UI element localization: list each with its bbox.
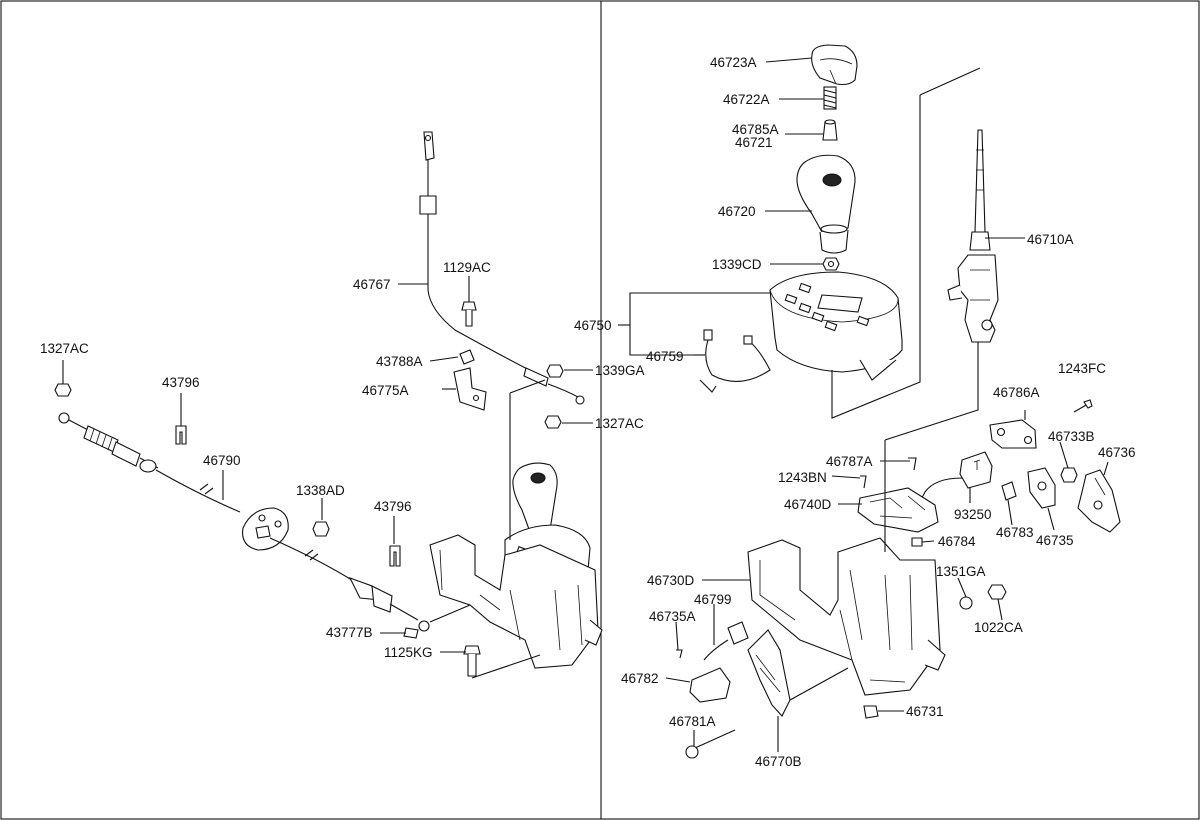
label-43796-b: 43796	[374, 499, 412, 514]
label-46770B: 46770B	[755, 754, 802, 769]
lever-46736-part	[1077, 469, 1121, 533]
bolt-1129AC-part	[461, 301, 477, 327]
shift-knob-part	[796, 154, 856, 254]
cable-46790-part	[58, 412, 430, 632]
label-46782: 46782	[621, 671, 659, 686]
label-46790: 46790	[203, 453, 241, 468]
lever-46735-part	[1027, 467, 1056, 509]
label-46735A: 46735A	[649, 609, 696, 624]
right-leader-lines	[618, 57, 1109, 752]
nut-1339GA-part	[546, 364, 564, 378]
clip-43796-a-part	[175, 425, 187, 445]
label-46759: 46759	[646, 349, 684, 364]
label-46722A: 46722A	[723, 92, 770, 107]
label-1327AC-left: 1327AC	[40, 341, 89, 356]
clip-43788A-part	[459, 349, 475, 365]
label-46731: 46731	[906, 704, 944, 719]
clip-43777B-part	[403, 627, 419, 639]
shift-housing-46730D-part	[747, 537, 946, 696]
label-46740D: 46740D	[784, 497, 832, 512]
label-46786A: 46786A	[993, 385, 1040, 400]
indicator-plate-part	[769, 271, 903, 381]
nut-46733B-part	[1060, 467, 1078, 483]
label-46784: 46784	[938, 534, 976, 549]
label-46799: 46799	[694, 592, 732, 607]
label-46750: 46750	[574, 318, 612, 333]
label-1338AD: 1338AD	[296, 483, 345, 498]
sensor-46799-part	[703, 621, 749, 661]
label-46781A: 46781A	[669, 714, 716, 729]
lever-46770B-part	[747, 629, 791, 717]
bracket-46775A-part	[453, 367, 487, 411]
cable-46767-part	[419, 131, 585, 405]
washer-1351GA-part	[959, 596, 973, 610]
label-1351GA: 1351GA	[936, 564, 986, 579]
label-46787A: 46787A	[826, 454, 873, 469]
block-46782-part	[689, 667, 731, 703]
label-46723A: 46723A	[710, 55, 757, 70]
label-46721: 46721	[735, 135, 773, 150]
label-1022CA: 1022CA	[974, 620, 1023, 635]
knob-cap-part	[811, 44, 858, 86]
left-leader-lines	[62, 276, 593, 679]
clip-43796-b-part	[389, 545, 401, 567]
bushing-46784-part	[911, 537, 923, 547]
nut-1339CD-part	[822, 257, 840, 271]
screw-1243FC-part	[1073, 399, 1093, 413]
push-button-part	[822, 119, 838, 141]
label-1339CD: 1339CD	[712, 257, 762, 272]
label-1243BN: 1243BN	[778, 470, 827, 485]
nut-1327AC-right-part	[544, 415, 562, 429]
spring-part	[823, 86, 837, 110]
screw-46735A-part	[676, 649, 683, 659]
shifter-assembly-part	[429, 462, 603, 669]
label-46710A: 46710A	[1027, 232, 1074, 247]
label-1339GA: 1339GA	[595, 363, 645, 378]
label-46730D: 46730D	[647, 573, 695, 588]
label-93250: 93250	[954, 507, 992, 522]
stopper-46731-part	[863, 705, 879, 719]
label-46736: 46736	[1098, 445, 1136, 460]
label-46775A: 46775A	[362, 383, 409, 398]
part-labels: 46723A 46722A 46785A 46721 46720 1339CD …	[40, 55, 1136, 769]
screw-46787A-part	[908, 457, 917, 471]
nut-1327AC-left-part	[54, 383, 72, 397]
bolt-1125KG-part	[463, 645, 481, 677]
nut-1338AD-part	[312, 521, 330, 537]
indicator-wire-part	[699, 329, 771, 393]
label-43788A: 43788A	[376, 354, 423, 369]
switch-46740D-part	[857, 487, 939, 533]
pin-46781A-part	[685, 729, 736, 759]
label-43777B: 43777B	[326, 625, 373, 640]
label-1243FC: 1243FC	[1058, 361, 1106, 376]
label-1125KG: 1125KG	[384, 645, 433, 660]
solenoid-93250-part	[917, 451, 993, 506]
label-1327AC-right: 1327AC	[595, 416, 644, 431]
clip-46783-part	[1001, 481, 1017, 501]
label-46783: 46783	[996, 525, 1034, 540]
label-46785A: 46785A	[732, 122, 779, 137]
label-1129AC: 1129AC	[443, 260, 491, 275]
label-46733B: 46733B	[1048, 429, 1095, 444]
label-46767: 46767	[353, 277, 391, 292]
label-46720: 46720	[718, 204, 756, 219]
label-43796-a: 43796	[162, 375, 200, 390]
bracket-46786A-part	[989, 419, 1037, 449]
nut-1022CA-part	[987, 584, 1007, 600]
shift-lever-part	[947, 129, 999, 343]
screw-1243BN-part	[860, 475, 867, 489]
label-46735: 46735	[1036, 533, 1074, 548]
